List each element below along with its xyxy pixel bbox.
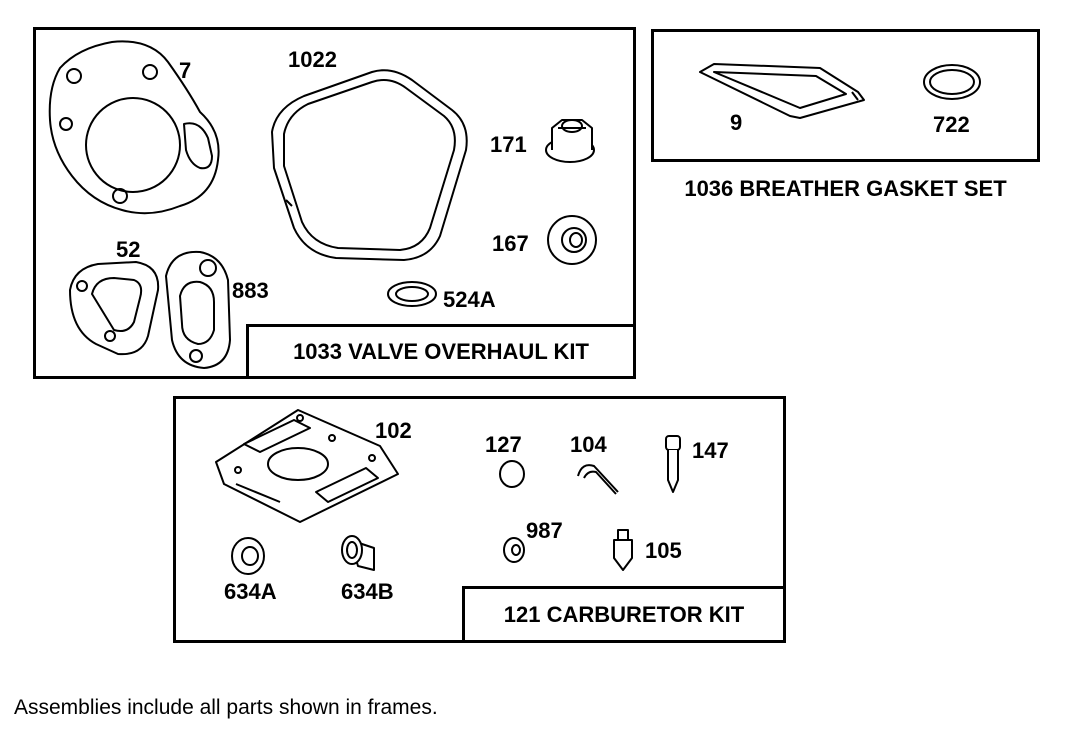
part-label-127: 127 [485,432,522,457]
part-104-clip-drawing [577,464,619,495]
part-label-52: 52 [116,237,141,262]
part-label-104: 104 [570,432,607,457]
part-label-987: 987 [526,518,563,543]
part-label-524a: 524A [443,287,496,312]
breather-gasket-set-label: 1036 BREATHER GASKET SET [651,159,1040,216]
part-52-gasket-drawing [69,261,160,356]
part-634b-spacer-drawing [341,535,375,571]
part-171-nut-drawing [545,119,595,163]
part-524a-ring-drawing [387,281,437,307]
part-label-1022: 1022 [288,47,337,72]
valve-overhaul-kit-label: 1033 VALVE OVERHAUL KIT [246,324,636,379]
part-722-oring-drawing [923,64,981,100]
part-9-breather-gasket-drawing [699,63,865,119]
part-label-883: 883 [232,278,269,303]
part-label-147: 147 [692,438,729,463]
part-634a-seal-drawing [231,537,265,575]
part-105-needle-drawing [613,529,633,571]
part-label-167: 167 [492,231,529,256]
part-label-102: 102 [375,418,412,443]
carburetor-kit-label: 121 CARBURETOR KIT [462,586,786,643]
part-label-171: 171 [490,132,527,157]
part-7-head-gasket-drawing [48,40,220,215]
part-label-722: 722 [933,112,970,137]
part-label-105: 105 [645,538,682,563]
part-883-gasket-drawing [165,250,231,369]
footnote: Assemblies include all parts shown in fr… [14,696,438,719]
part-102-gasket-drawing [215,409,399,523]
part-1022-cover-gasket-drawing [271,69,468,261]
part-label-9: 9 [730,110,743,135]
part-147-needle-drawing [665,435,681,493]
part-label-7: 7 [179,58,192,83]
part-label-634b: 634B [341,579,394,604]
part-167-seal-drawing [547,215,597,265]
part-987-washer-drawing [503,537,525,563]
part-label-634a: 634A [224,579,277,604]
part-127-plug-drawing [499,460,525,488]
